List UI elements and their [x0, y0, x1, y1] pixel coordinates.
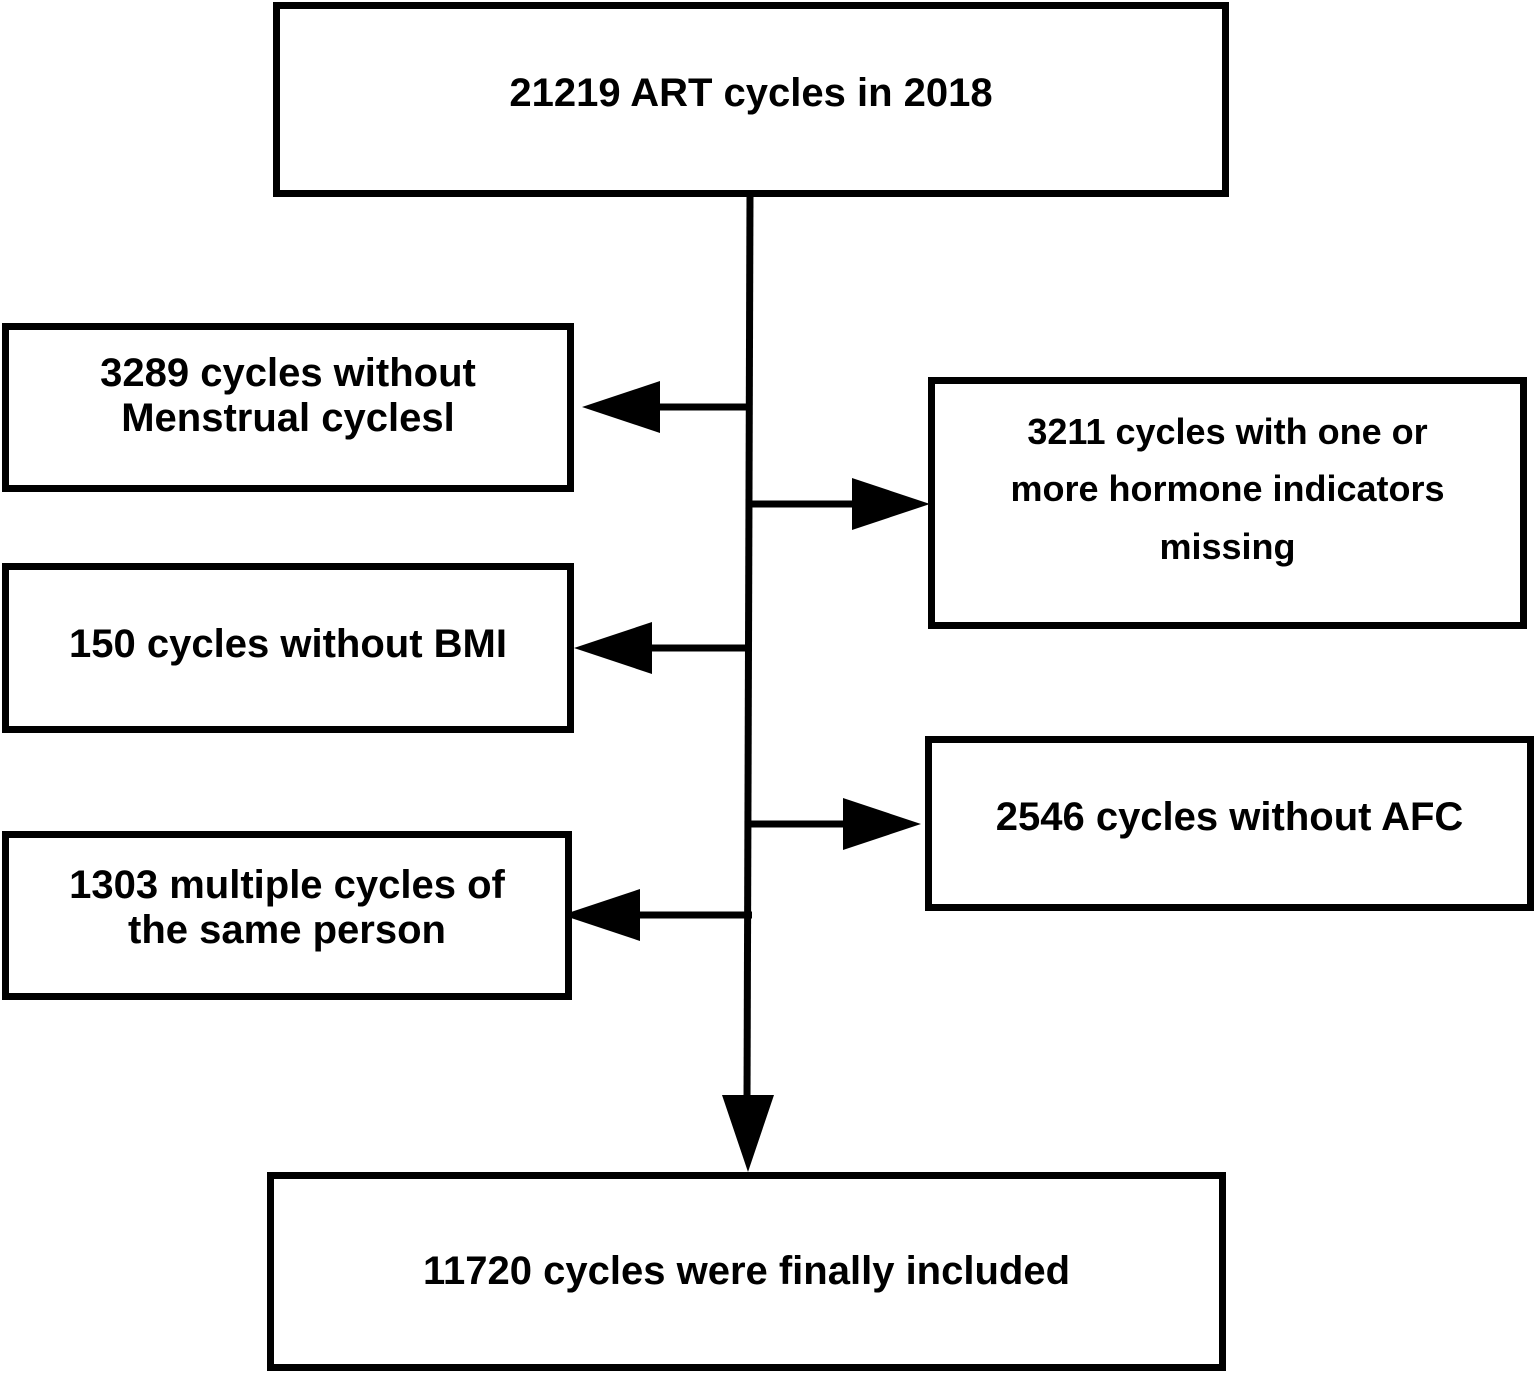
arrowhead-to-afc-box	[843, 798, 921, 850]
final-included-label: 11720 cycles were finally included	[422, 1249, 1071, 1294]
excluded-bmi-box: 150 cycles without BMI	[2, 563, 574, 733]
excluded-bmi-label: 150 cycles without BMI	[69, 621, 507, 666]
excluded-hormone-label: 3211 cycles with one or more hormone ind…	[1010, 410, 1445, 567]
arrowhead-to-bmi-box	[574, 622, 652, 674]
excluded-menstrual-label: 3289 cycles without Menstrual cyclesl	[100, 350, 476, 440]
arrowhead-to-final-box	[722, 1095, 774, 1172]
excluded-multiple-box: 1303 multiple cycles of the same person	[2, 831, 572, 1000]
total-cycles-box: 21219 ART cycles in 2018	[273, 2, 1229, 197]
total-cycles-label: 21219 ART cycles in 2018	[509, 71, 993, 116]
arrowhead-to-multiple-box	[562, 889, 640, 941]
final-included-box: 11720 cycles were finally included	[267, 1172, 1226, 1371]
excluded-menstrual-box: 3289 cycles without Menstrual cyclesl	[2, 323, 574, 492]
excluded-afc-label: 2546 cycles without AFC	[995, 795, 1464, 840]
excluded-afc-box: 2546 cycles without AFC	[925, 736, 1534, 911]
excluded-multiple-label: 1303 multiple cycles of the same person	[69, 862, 505, 952]
arrowhead-to-menstrual-box	[582, 381, 660, 433]
excluded-hormone-box: 3211 cycles with one or more hormone ind…	[928, 377, 1527, 629]
arrowhead-to-hormone-box	[852, 478, 930, 530]
